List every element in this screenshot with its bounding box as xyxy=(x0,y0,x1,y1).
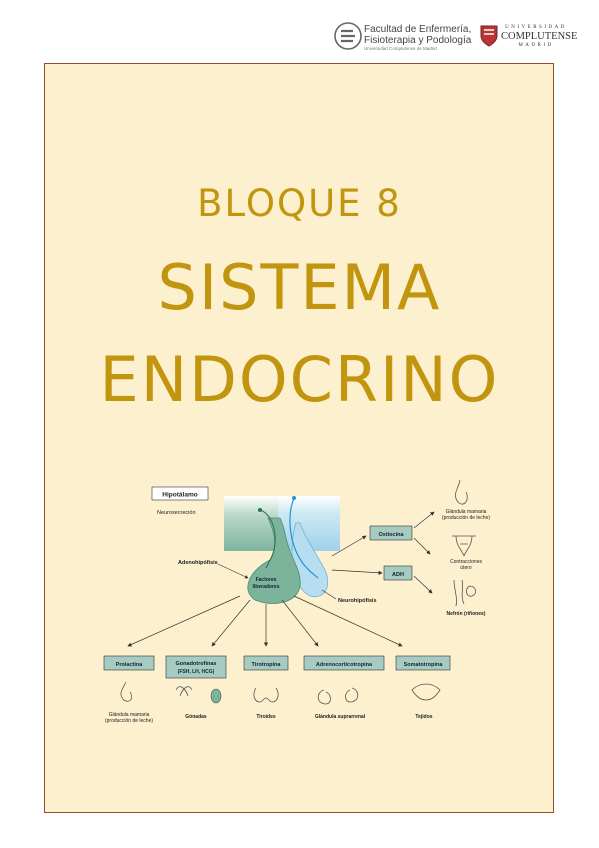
arrow-to-adh xyxy=(331,569,383,575)
prolactina-box xyxy=(103,655,155,671)
arrow-prolactina xyxy=(127,595,241,647)
oxitocina-box xyxy=(369,525,413,541)
neuron-green-body xyxy=(258,508,262,512)
block-label: BLOQUE 8 xyxy=(197,182,402,225)
glandula-mamaria-top-2: (producción de leche) xyxy=(442,515,490,521)
factores-label-1: Factores xyxy=(256,577,277,583)
glandula-mamaria-bottom-2: (producción de leche) xyxy=(105,718,153,724)
glandula-mamaria-top-1: Glándula mamaria xyxy=(446,509,487,515)
cover-card xyxy=(44,63,554,813)
neurohipofisis-label: Neurohipófisis xyxy=(338,598,377,604)
faculty-line1: Facultad de Enfermería, xyxy=(364,24,472,35)
adrenocorticotropina-box xyxy=(303,655,385,671)
adenohipofisis-label: Adenohipófisis xyxy=(178,560,218,566)
gonadotrofinas-label-1: Gonadotrofinas xyxy=(176,661,217,667)
title-line2: ENDOCRINO xyxy=(99,343,500,416)
arrow-gonadotrofinas xyxy=(211,599,251,647)
hipotalamo-box xyxy=(151,486,209,501)
tirotropina-label: Tirotropina xyxy=(252,662,282,668)
ucm-mid: COMPLUTENSE xyxy=(501,31,578,42)
uterus-icon xyxy=(452,535,476,557)
ucm-name: UNIVERSIDAD COMPLUTENSE MADRID xyxy=(501,24,578,49)
ucm-seal-icon xyxy=(480,25,498,47)
thyroid-icon xyxy=(253,687,279,703)
gonadotrofinas-label-2: (FSH, LH, HCG) xyxy=(178,669,215,675)
tejidos-label: Tejidos xyxy=(415,714,432,720)
nefron-icon xyxy=(453,579,476,607)
adrenal-icon xyxy=(317,687,359,705)
contracciones-label-2: útero xyxy=(460,565,472,571)
neurosecrecion-label: Neurosecreción xyxy=(157,510,196,516)
glandula-suprarrenal-label: Glándula suprarrenal xyxy=(315,714,366,720)
prolactina-label: Prolactina xyxy=(116,662,144,668)
gonad-oval-icon xyxy=(210,688,222,704)
arrow-somatotropina xyxy=(293,595,403,647)
tiroides-label: Tiroides xyxy=(256,714,276,720)
header: Facultad de Enfermería, Fisioterapia y P… xyxy=(0,0,599,62)
gonadas-label: Gónadas xyxy=(185,714,207,720)
ucm-bottom: MADRID xyxy=(518,43,554,48)
breast-top-icon xyxy=(455,479,468,505)
tirotropina-box xyxy=(243,655,289,671)
faculty-line3: Universidad Complutense de Madrid xyxy=(364,46,437,51)
arrow-oxitocina-utero xyxy=(413,537,431,555)
oxitocina-label: Oxitocina xyxy=(378,532,404,538)
arrow-adrenocorticotropina xyxy=(281,599,319,647)
gonadotrofinas-box xyxy=(165,655,227,679)
neuron-green xyxy=(259,509,276,569)
somatotropina-box xyxy=(395,655,451,671)
title-line1: SISTEMA xyxy=(157,251,442,324)
tissues-icon xyxy=(411,683,441,701)
somatotropina-label: Somatotropina xyxy=(404,662,444,668)
faculty-name: Facultad de Enfermería, Fisioterapia y P… xyxy=(364,24,471,52)
arrow-oxitocina-mamaria xyxy=(413,511,435,529)
arrow-to-oxitocina xyxy=(331,535,367,557)
adenohipofisis-pointer xyxy=(217,563,249,579)
gonads-icon xyxy=(175,686,193,697)
faculty-logo-icon xyxy=(334,22,362,50)
contracciones-label-1: Contracciones xyxy=(450,559,482,565)
factores-label-2: liberadores xyxy=(253,584,280,590)
hipotalamo-label: Hipotálamo xyxy=(162,492,197,499)
arrow-adh-nefron xyxy=(413,575,433,594)
nefron-label: Nefrón (riñones) xyxy=(447,611,486,617)
breast-bottom-icon xyxy=(120,681,132,702)
faculty-line2: Fisioterapia y Podología xyxy=(364,35,472,46)
neuron-blue xyxy=(289,497,319,579)
neurohipofisis-pointer xyxy=(321,589,337,600)
endocrine-diagram: Hipotálamo Neurosecreción Factores liber… xyxy=(103,479,490,724)
glandula-mamaria-bottom-1: Glándula mamaria xyxy=(109,712,150,718)
adh-box xyxy=(383,565,413,581)
ucm-top: UNIVERSIDAD xyxy=(505,25,567,30)
adrenocorticotropina-label: Adrenocorticotropina xyxy=(316,662,373,668)
neuron-blue-body xyxy=(292,496,296,500)
adh-label: ADH xyxy=(392,572,404,578)
